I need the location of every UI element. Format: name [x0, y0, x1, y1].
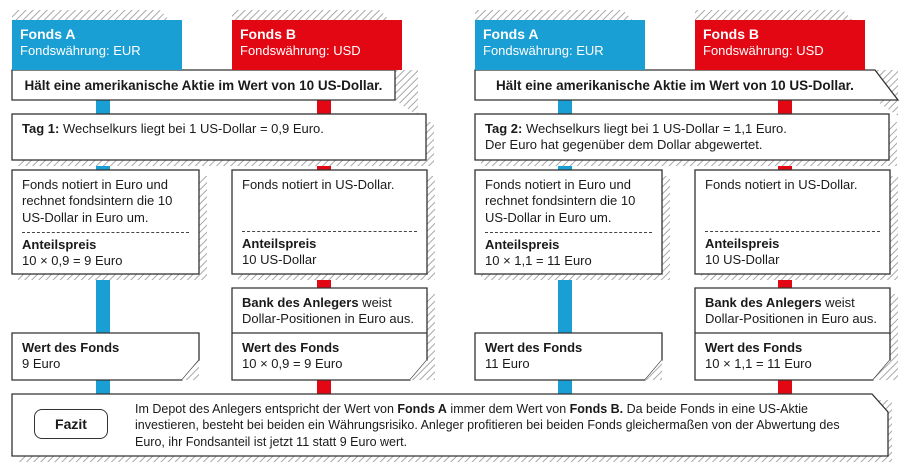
- value-boxes-a: [11, 332, 663, 381]
- fazit-panel: [11, 393, 892, 462]
- bank-rest: weist Dollar-Positionen in Euro aus.: [242, 295, 414, 327]
- day-label: Tag 2:: [485, 121, 523, 136]
- note-fund-a-left: Fonds notiert in Euro und rechnet fondsi…: [12, 172, 199, 274]
- bank-boxes: [231, 287, 898, 381]
- day2-box: Tag 2: Wechselkurs liegt bei 1 US-Dollar…: [475, 116, 889, 160]
- value-label: Wert des Fonds: [242, 340, 340, 355]
- bank-bold: Bank des Anlegers: [242, 295, 359, 310]
- fazit-t1: Im Depot des Anlegers entspricht der Wer…: [135, 402, 398, 416]
- price-label: Anteilspreis: [485, 236, 560, 252]
- note-fund-b-right: Fonds notiert in US-Dollar. Anteilspreis…: [695, 172, 890, 274]
- fund-b-currency: Fondswährung: USD: [703, 42, 824, 58]
- banner-shapes: [11, 69, 900, 116]
- day-text2: Der Euro hat gegenüber dem Dollar abgewe…: [485, 137, 763, 153]
- price-label: Anteilspreis: [22, 236, 97, 252]
- fund-a-note: Fonds notiert in Euro und rechnet fondsi…: [22, 177, 173, 225]
- fund-a-currency: Fondswährung: EUR: [483, 42, 604, 58]
- fazit-fund-b: Fonds B.: [569, 402, 624, 416]
- note-fund-a-right: Fonds notiert in Euro und rechnet fondsi…: [475, 172, 662, 274]
- tab-fund-a-left: Fonds A Fondswährung: EUR: [12, 20, 182, 70]
- value-amount: 9 Euro: [22, 356, 61, 372]
- value-amount: 10 × 0,9 = 9 Euro: [242, 356, 343, 372]
- value-fund-a-left: Wert des Fonds 9 Euro: [12, 335, 192, 379]
- day-boxes: [11, 113, 897, 166]
- note-boxes: [11, 169, 898, 280]
- bank-note-right: Bank des Anlegers weist Dollar-Positione…: [695, 290, 890, 333]
- value-fund-a-right: Wert des Fonds 11 Euro: [475, 335, 655, 379]
- day-label: Tag 1:: [22, 121, 60, 136]
- price-value: 10 × 0,9 = 9 Euro: [22, 253, 123, 268]
- fazit-t2: immer dem Wert von: [446, 402, 570, 416]
- bank-rest: weist Dollar-Positionen in Euro aus.: [705, 295, 877, 327]
- fazit-text: Im Depot des Anlegers entspricht der Wer…: [135, 401, 870, 453]
- price-label: Anteilspreis: [705, 236, 780, 251]
- value-amount: 10 × 1,1 = 11 Euro: [705, 356, 812, 372]
- fund-b-note: Fonds notiert in US-Dollar.: [705, 177, 858, 192]
- price-value: 10 US-Dollar: [242, 252, 317, 268]
- dashed-divider: [705, 231, 880, 232]
- tab-fund-a-right: Fonds A Fondswährung: EUR: [475, 20, 645, 70]
- price-value: 10 × 1,1 = 11 Euro: [485, 253, 592, 268]
- fazit-label: Fazit: [34, 409, 108, 439]
- fund-b-name: Fonds B: [703, 26, 759, 42]
- price-value: 10 US-Dollar: [705, 252, 780, 268]
- banner-left: Hält eine amerikanische Aktie im Wert vo…: [24, 77, 383, 93]
- dashed-divider: [485, 231, 652, 233]
- price-label: Anteilspreis: [242, 236, 317, 251]
- dashed-divider: [242, 231, 417, 232]
- bank-note-left: Bank des Anlegers weist Dollar-Positione…: [232, 290, 427, 333]
- tab-fund-b-right: Fonds B Fondswährung: USD: [695, 20, 865, 70]
- day-text: Wechselkurs liegt bei 1 US-Dollar = 1,1 …: [522, 121, 787, 136]
- day-text: Wechselkurs liegt bei 1 US-Dollar = 0,9 …: [59, 121, 324, 136]
- fund-b-currency: Fondswährung: USD: [240, 42, 361, 58]
- fazit-fund-a: Fonds A: [397, 402, 447, 416]
- dashed-divider: [22, 231, 189, 233]
- fund-a-name: Fonds A: [20, 26, 76, 42]
- day1-box: Tag 1: Wechselkurs liegt bei 1 US-Dollar…: [12, 116, 426, 160]
- note-fund-b-left: Fonds notiert in US-Dollar. Anteilspreis…: [232, 172, 427, 274]
- value-fund-b-left: Wert des Fonds 10 × 0,9 = 9 Euro: [232, 335, 422, 379]
- fund-b-name: Fonds B: [240, 26, 296, 42]
- fund-b-note: Fonds notiert in US-Dollar.: [242, 177, 395, 192]
- value-label: Wert des Fonds: [485, 340, 583, 355]
- value-label: Wert des Fonds: [22, 340, 120, 355]
- value-fund-b-right: Wert des Fonds 10 × 1,1 = 11 Euro: [695, 335, 885, 379]
- value-label: Wert des Fonds: [705, 340, 803, 355]
- fund-a-note: Fonds notiert in Euro und rechnet fondsi…: [485, 177, 636, 225]
- fund-a-name: Fonds A: [483, 26, 539, 42]
- fund-a-currency: Fondswährung: EUR: [20, 42, 141, 58]
- tab-fund-b-left: Fonds B Fondswährung: USD: [232, 20, 402, 70]
- banner-right: Hält eine amerikanische Aktie im Wert vo…: [496, 77, 854, 93]
- fazit-t3: Da beide Fonds in eine US-Aktie investie…: [135, 402, 840, 449]
- bank-bold: Bank des Anlegers: [705, 295, 822, 310]
- value-amount: 11 Euro: [485, 356, 530, 372]
